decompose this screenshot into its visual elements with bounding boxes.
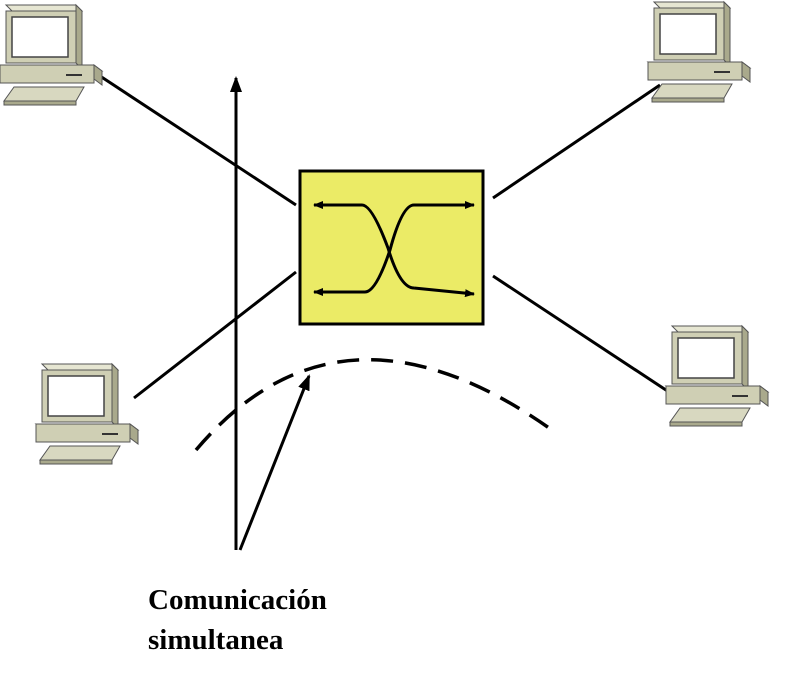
switch-icon: [298, 169, 485, 326]
computer-icon: [647, 1, 751, 103]
computer-icon: [35, 363, 139, 465]
link-bottom-right: [492, 274, 673, 396]
computer-icon: [665, 325, 769, 427]
link-top-right: [492, 83, 661, 200]
caption-line-1: Comunicación: [148, 584, 327, 616]
link-top-left: [99, 74, 297, 207]
communication-arc: [194, 357, 554, 452]
caption-line-2: simultanea: [148, 624, 284, 656]
link-bottom-left: [133, 270, 297, 400]
pointer-arrow: [238, 374, 311, 551]
caption: Comunicación simultanea: [148, 580, 327, 660]
computer-icon: [0, 4, 103, 106]
